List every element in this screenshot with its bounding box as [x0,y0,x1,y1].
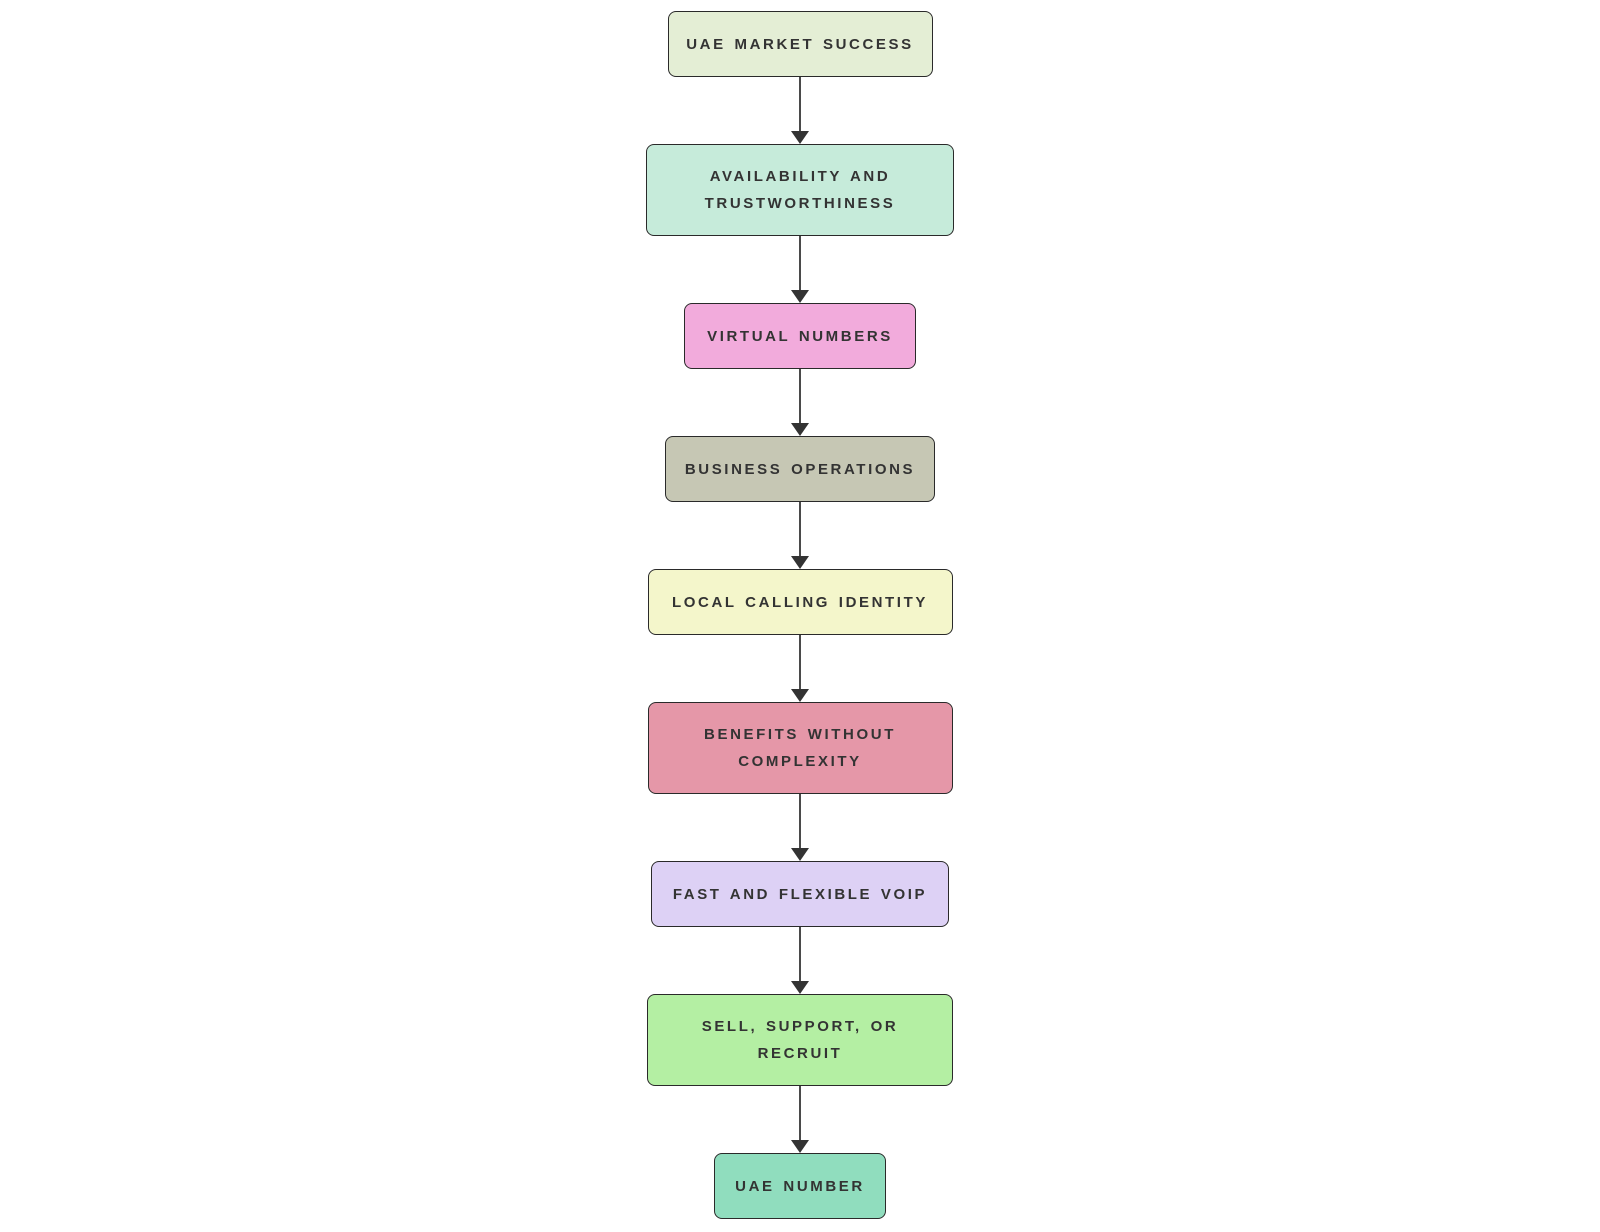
flowchart: UAE MARKET SUCCESS AVAILABILITY AND TRUS… [0,11,1600,1219]
arrow-line [799,502,801,557]
arrow-head-icon [791,556,809,569]
node-benefits-without-complexity: BENEFITS WITHOUT COMPLEXITY [647,702,953,794]
node-fast-flexible-voip: FAST AND FLEXIBLE VOIP [651,861,949,927]
arrow-line [799,635,801,690]
arrow-line [799,236,801,291]
arrow-connector [791,236,809,303]
arrow-connector [791,369,809,436]
arrow-connector [791,927,809,994]
node-label: UAE MARKET SUCCESS [686,35,914,53]
node-label: BENEFITS WITHOUT COMPLEXITY [704,726,896,770]
arrow-connector [791,77,809,144]
arrow-line [799,927,801,982]
node-label: SELL, SUPPORT, OR RECRUIT [701,1018,899,1062]
node-label: UAE NUMBER [735,1177,865,1195]
node-uae-market-success: UAE MARKET SUCCESS [667,11,933,77]
node-label: FAST AND FLEXIBLE VOIP [672,885,928,903]
arrow-head-icon [791,131,809,144]
arrow-head-icon [791,423,809,436]
node-label: VIRTUAL NUMBERS [707,327,893,345]
node-local-calling-identity: LOCAL CALLING IDENTITY [647,569,953,635]
arrow-connector [791,794,809,861]
node-label: LOCAL CALLING IDENTITY [672,593,928,611]
arrow-line [799,794,801,849]
node-availability-trustworthiness: AVAILABILITY AND TRUSTWORTHINESS [646,144,954,236]
arrow-head-icon [791,848,809,861]
arrow-head-icon [791,689,809,702]
arrow-connector [791,502,809,569]
arrow-line [799,77,801,132]
node-uae-number: UAE NUMBER [714,1153,886,1219]
node-label: BUSINESS OPERATIONS [684,460,916,478]
arrow-head-icon [791,1140,809,1153]
arrow-head-icon [791,981,809,994]
node-business-operations: BUSINESS OPERATIONS [665,436,935,502]
node-sell-support-recruit: SELL, SUPPORT, OR RECRUIT [647,994,953,1086]
arrow-connector [791,635,809,702]
arrow-head-icon [791,290,809,303]
node-label: AVAILABILITY AND TRUSTWORTHINESS [704,168,896,212]
node-virtual-numbers: VIRTUAL NUMBERS [684,303,916,369]
arrow-line [799,369,801,424]
arrow-line [799,1086,801,1141]
arrow-connector [791,1086,809,1153]
